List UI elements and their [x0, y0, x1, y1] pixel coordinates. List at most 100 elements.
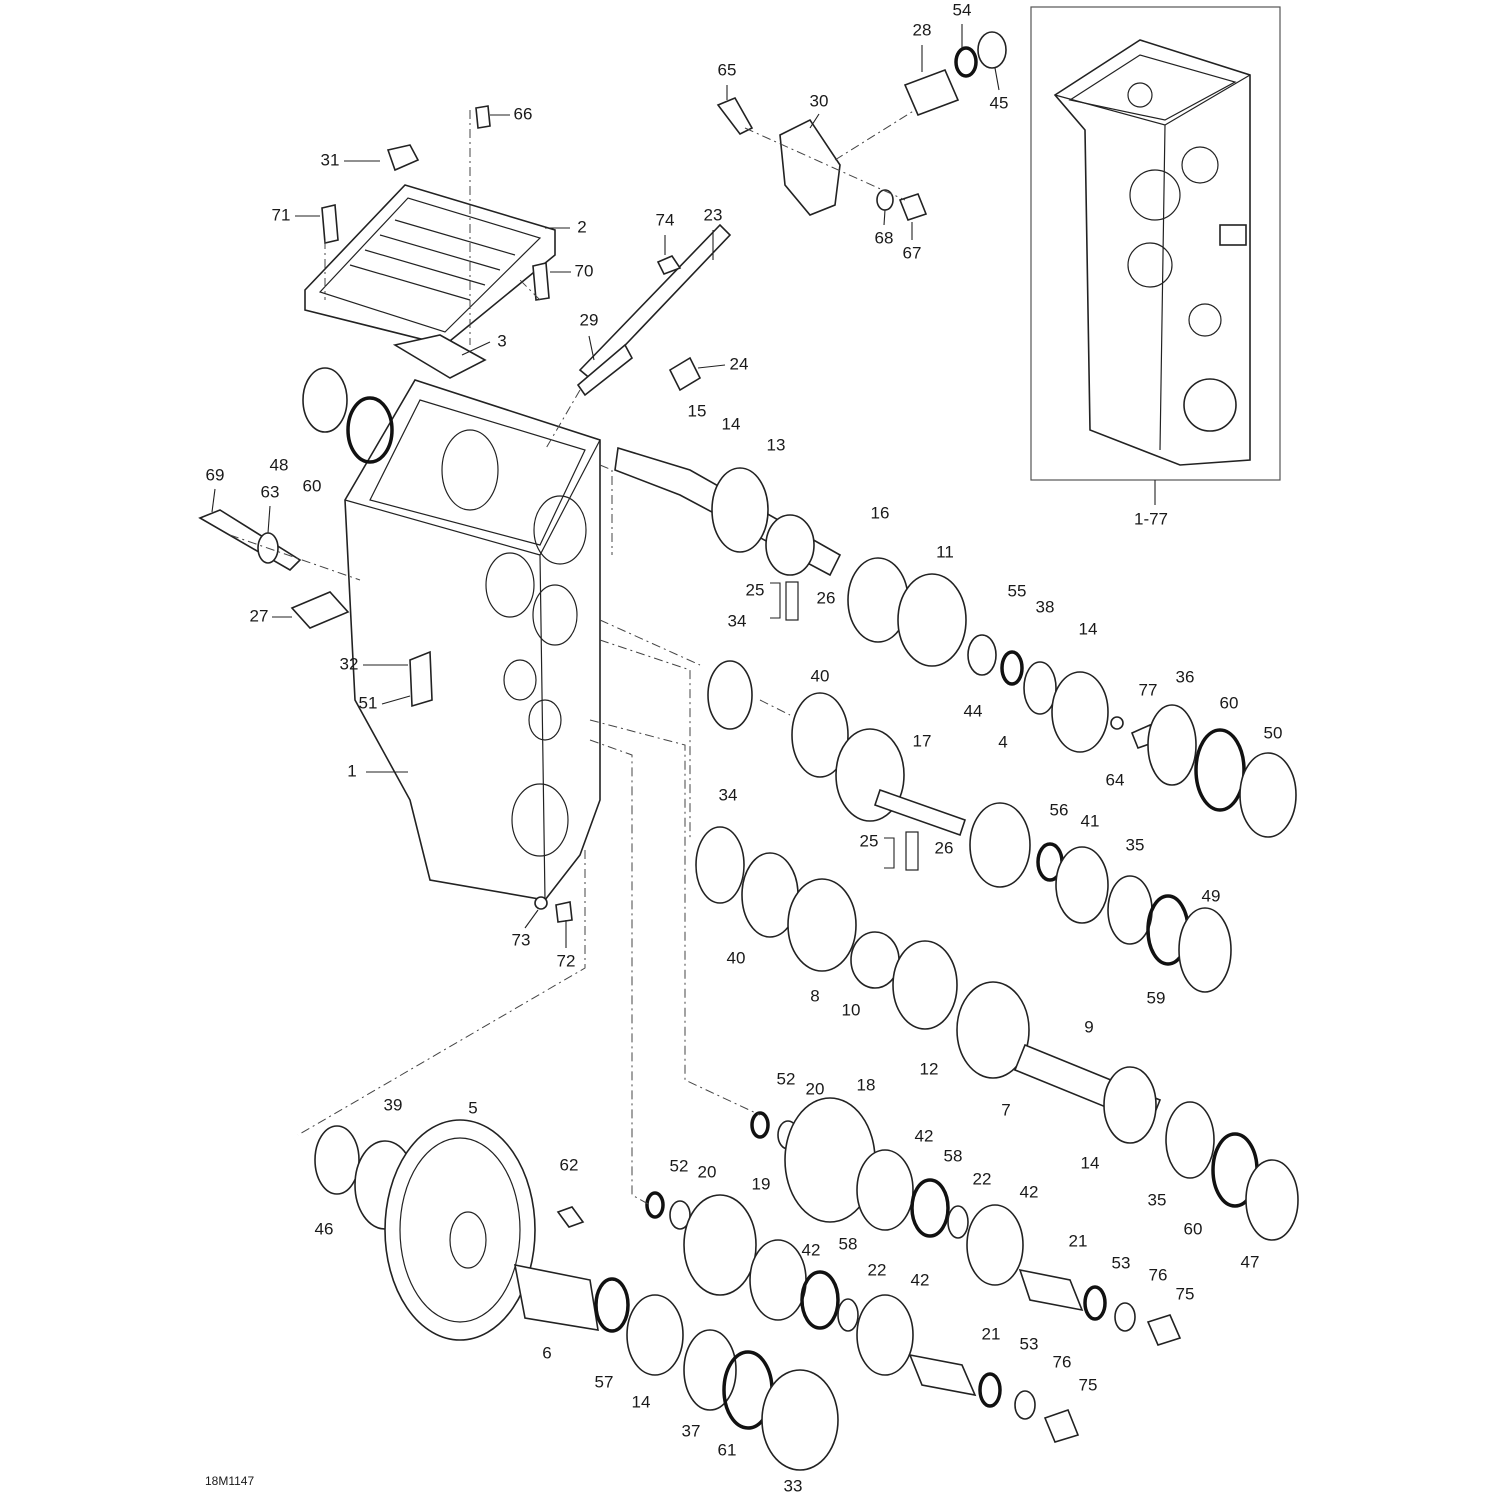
callout-c35b: 35 — [1148, 1190, 1167, 1209]
cap-49 — [1178, 907, 1232, 993]
callout-c42b: 42 — [1020, 1182, 1039, 1201]
axis-line-34a — [599, 619, 701, 666]
callout-c19: 19 — [752, 1174, 771, 1193]
callout-c8: 8 — [810, 986, 819, 1005]
callout-c11: 11 — [936, 542, 954, 561]
callout-c3: 3 — [497, 331, 506, 350]
callout-c76b: 76 — [1053, 1352, 1072, 1371]
callout-c40a: 40 — [811, 666, 830, 685]
spring-29 — [576, 343, 634, 397]
inset-housing — [1053, 39, 1251, 466]
axis-line-52b — [589, 739, 651, 1206]
callout-c74: 74 — [656, 210, 675, 229]
callout-c2: 2 — [577, 217, 586, 236]
oring-52-a — [750, 1111, 770, 1139]
callout-c48: 48 — [270, 455, 289, 474]
callout-c33: 33 — [784, 1476, 803, 1495]
oring-53-a — [1083, 1285, 1107, 1321]
washer-22-b — [837, 1298, 859, 1332]
callout-c46: 46 — [315, 1219, 334, 1238]
inset-cover — [1068, 54, 1237, 121]
spring-26-a — [785, 581, 799, 621]
gear-14-input — [711, 467, 769, 553]
needle-bearing-44 — [967, 634, 997, 676]
leader-30 — [809, 113, 820, 129]
cap-33 — [761, 1369, 839, 1471]
callout-c54: 54 — [953, 0, 972, 19]
callout-c75b: 75 — [1079, 1375, 1098, 1394]
circlip-57 — [594, 1277, 630, 1333]
seal-45 — [977, 31, 1007, 69]
bolt-69 — [198, 509, 302, 571]
inset-shaft-stub — [1219, 224, 1247, 246]
axis-line-28 — [834, 109, 916, 161]
alignment-lines — [229, 110, 791, 1206]
callout-c21a: 21 — [1069, 1231, 1088, 1250]
gear-5-face — [399, 1137, 521, 1323]
callout-c77: 77 — [1139, 680, 1158, 699]
callout-c49: 49 — [1202, 886, 1221, 905]
leader-lines — [211, 24, 1000, 948]
housing-bore-c — [532, 584, 578, 646]
screw-66 — [475, 105, 491, 129]
inset-bore-b — [1181, 146, 1219, 184]
callout-c71: 71 — [272, 205, 291, 224]
leader-69 — [211, 488, 216, 513]
axis-line-70 — [519, 279, 541, 301]
callout-c36: 36 — [1176, 667, 1195, 686]
leader-45 — [994, 67, 1000, 91]
housing-bore-a — [533, 495, 587, 565]
callout-c14b: 14 — [1079, 619, 1098, 638]
lockwasher-76-b — [1014, 1390, 1036, 1420]
oring-54 — [954, 46, 978, 78]
callout-c55: 55 — [1008, 581, 1027, 600]
gear-7 — [956, 981, 1030, 1079]
cap-50 — [1239, 752, 1297, 838]
circlip-58-a — [910, 1178, 950, 1238]
callout-c25b: 25 — [860, 831, 879, 850]
callout-c42c: 42 — [802, 1240, 821, 1259]
bracket-25a — [770, 582, 781, 619]
bearing-42-b — [966, 1204, 1024, 1286]
callout-c52a: 52 — [777, 1069, 796, 1088]
shaft-17 — [873, 788, 967, 837]
callout-c56: 56 — [1050, 800, 1069, 819]
callout-c18: 18 — [857, 1075, 876, 1094]
inset-output-flange — [1183, 378, 1237, 432]
callout-c22b: 22 — [868, 1260, 887, 1279]
callout-c42d: 42 — [911, 1270, 930, 1289]
callout-c14d: 14 — [632, 1392, 651, 1411]
bearing-41 — [1055, 846, 1109, 924]
housing-edges — [344, 439, 601, 901]
shift-shaft-group — [576, 31, 1007, 397]
callout-c65: 65 — [718, 60, 737, 79]
seal-48 — [302, 367, 348, 433]
shim-35-a — [1107, 875, 1153, 945]
callout-c40b: 40 — [727, 948, 746, 967]
callout-c66: 66 — [514, 104, 533, 123]
bolt-71 — [321, 204, 339, 244]
callout-c31: 31 — [321, 150, 340, 169]
callout-c63: 63 — [261, 482, 280, 501]
spacer-10 — [850, 931, 900, 989]
gear-5 — [384, 1119, 536, 1341]
callout-c60b: 60 — [1220, 693, 1239, 712]
callout-c44: 44 — [964, 701, 983, 720]
callout-c7: 7 — [1001, 1100, 1010, 1119]
bracket-30 — [779, 118, 841, 216]
callout-c26a: 26 — [817, 588, 836, 607]
callout-c26b: 26 — [935, 838, 954, 857]
spring-26-b — [905, 831, 919, 871]
callout-c22a: 22 — [973, 1169, 992, 1188]
circlip-58-b — [800, 1270, 840, 1330]
callout-c72: 72 — [557, 951, 576, 970]
bearing-14-final — [626, 1294, 684, 1376]
callout-c30: 30 — [810, 91, 829, 110]
callout-c20a: 20 — [806, 1079, 825, 1098]
inset-bore-d — [1188, 303, 1222, 337]
circlip-60-input — [1194, 728, 1246, 812]
nut-74 — [656, 255, 682, 276]
callout-c32: 32 — [340, 654, 359, 673]
oring-53-b — [978, 1372, 1002, 1408]
intermediate-shaft-group — [707, 660, 1232, 993]
